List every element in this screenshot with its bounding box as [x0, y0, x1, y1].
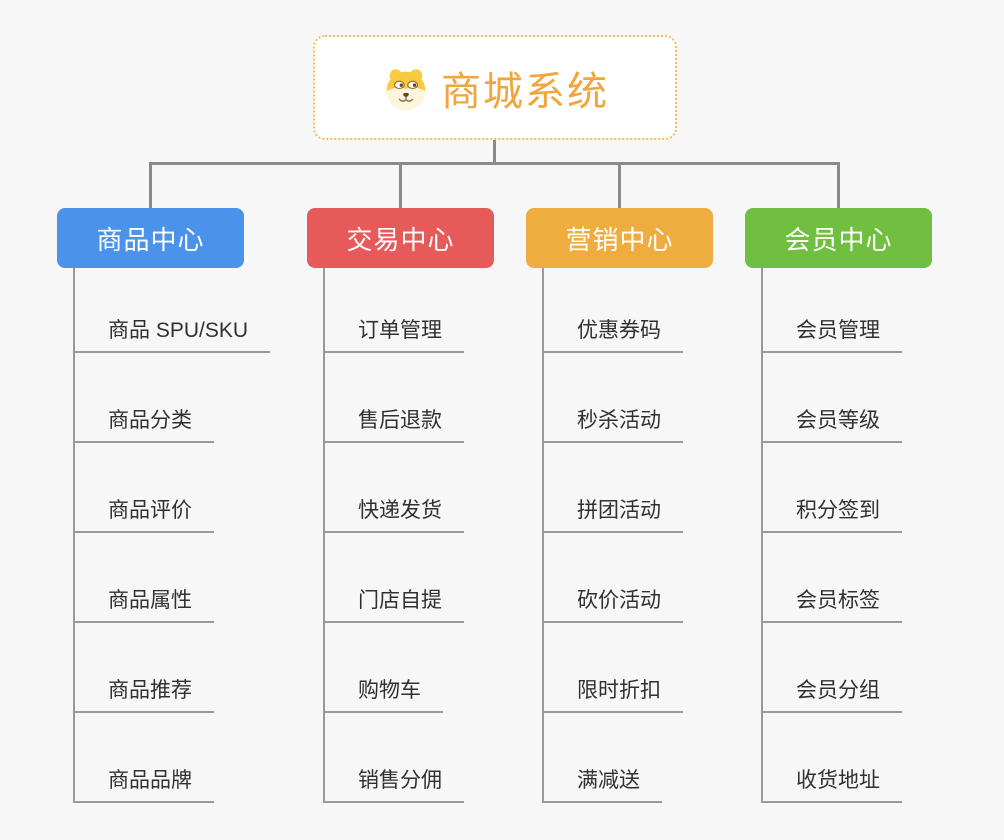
root-node[interactable]: 商城系统	[313, 35, 677, 140]
branch-label: 会员中心	[784, 224, 893, 255]
connector-drop-product	[149, 162, 152, 209]
subtopic-row: 限时折扣	[544, 623, 777, 713]
subtopic-node[interactable]: 限时折扣	[544, 674, 683, 713]
subtopic-row: 销售分佣	[325, 713, 558, 803]
subtopic-node[interactable]: 快递发货	[325, 494, 464, 533]
subtopic-row: 积分签到	[763, 443, 996, 533]
subtopic-row: 收货地址	[763, 713, 996, 803]
subtopic-row: 砍价活动	[544, 533, 777, 623]
subtopic-row: 门店自提	[325, 533, 558, 623]
branch-children-product: 商品 SPU/SKU 商品分类 商品评价 商品属性 商品推荐 商品品牌	[73, 267, 308, 803]
subtopic-node[interactable]: 积分签到	[763, 494, 902, 533]
subtopic-node[interactable]: 门店自提	[325, 584, 464, 623]
subtopic-node[interactable]: 购物车	[325, 674, 443, 713]
subtopic-row: 满减送	[544, 713, 777, 803]
branch-node-product-center[interactable]: 商品中心	[57, 208, 244, 268]
subtopic-row: 商品品牌	[75, 713, 308, 803]
root-title: 商城系统	[441, 69, 609, 114]
subtopic-node[interactable]: 商品评价	[75, 494, 214, 533]
connector-drop-trade	[399, 162, 402, 209]
connector-drop-member	[837, 162, 840, 209]
subtopic-node[interactable]: 商品推荐	[75, 674, 214, 713]
branch-node-trade-center[interactable]: 交易中心	[307, 208, 494, 268]
dog-face-icon	[381, 64, 431, 112]
subtopic-row: 会员标签	[763, 533, 996, 623]
branch-node-member-center[interactable]: 会员中心	[745, 208, 932, 268]
subtopic-node[interactable]: 会员分组	[763, 674, 902, 713]
subtopic-row: 优惠券码	[544, 267, 777, 353]
subtopic-node[interactable]: 商品属性	[75, 584, 214, 623]
subtopic-node[interactable]: 收货地址	[763, 764, 902, 803]
subtopic-node[interactable]: 商品 SPU/SKU	[75, 314, 271, 353]
branch-children-member: 会员管理 会员等级 积分签到 会员标签 会员分组 收货地址	[761, 267, 996, 803]
subtopic-node[interactable]: 售后退款	[325, 404, 464, 443]
subtopic-node[interactable]: 销售分佣	[325, 764, 464, 803]
subtopic-node[interactable]: 砍价活动	[544, 584, 683, 623]
subtopic-node[interactable]: 满减送	[544, 764, 662, 803]
subtopic-node[interactable]: 商品品牌	[75, 764, 214, 803]
subtopic-row: 拼团活动	[544, 443, 777, 533]
subtopic-row: 售后退款	[325, 353, 558, 443]
branch-label: 营销中心	[565, 224, 674, 255]
subtopic-row: 商品属性	[75, 533, 308, 623]
branch-label: 商品中心	[96, 224, 205, 255]
subtopic-row: 购物车	[325, 623, 558, 713]
subtopic-node[interactable]: 会员标签	[763, 584, 902, 623]
subtopic-row: 商品分类	[75, 353, 308, 443]
subtopic-node[interactable]: 会员等级	[763, 404, 902, 443]
connector-root-drop	[493, 139, 496, 163]
subtopic-row: 会员分组	[763, 623, 996, 713]
subtopic-node[interactable]: 商品分类	[75, 404, 214, 443]
connector-horizontal	[149, 162, 840, 165]
subtopic-row: 商品推荐	[75, 623, 308, 713]
subtopic-node[interactable]: 订单管理	[325, 314, 464, 353]
branch-children-marketing: 优惠券码 秒杀活动 拼团活动 砍价活动 限时折扣 满减送	[542, 267, 777, 803]
subtopic-node[interactable]: 拼团活动	[544, 494, 683, 533]
subtopic-node[interactable]: 优惠券码	[544, 314, 683, 353]
branch-children-trade: 订单管理 售后退款 快递发货 门店自提 购物车 销售分佣	[323, 267, 558, 803]
subtopic-row: 商品评价	[75, 443, 308, 533]
branch-node-marketing-center[interactable]: 营销中心	[526, 208, 713, 268]
subtopic-node[interactable]: 会员管理	[763, 314, 902, 353]
subtopic-row: 会员等级	[763, 353, 996, 443]
subtopic-node[interactable]: 秒杀活动	[544, 404, 683, 443]
subtopic-row: 秒杀活动	[544, 353, 777, 443]
branch-label: 交易中心	[346, 224, 455, 255]
subtopic-row: 商品 SPU/SKU	[75, 267, 308, 353]
subtopic-row: 订单管理	[325, 267, 558, 353]
subtopic-row: 会员管理	[763, 267, 996, 353]
connector-drop-marketing	[618, 162, 621, 209]
subtopic-row: 快递发货	[325, 443, 558, 533]
